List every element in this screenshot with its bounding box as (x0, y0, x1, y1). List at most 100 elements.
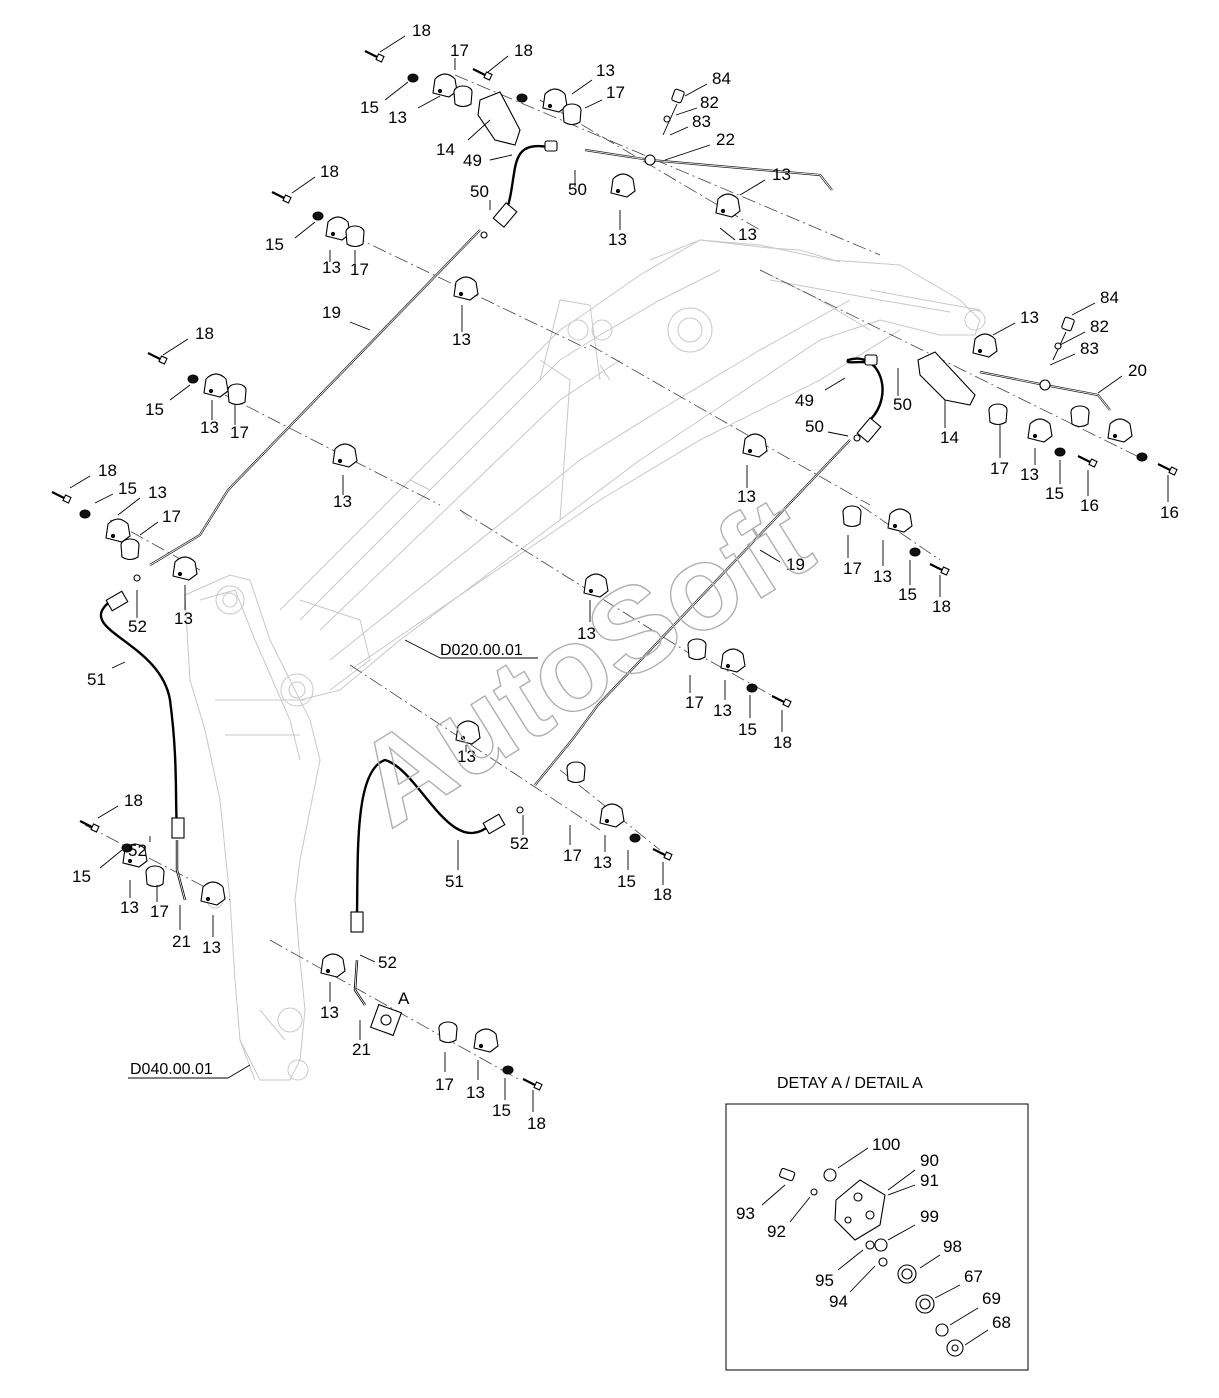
callout-label: 49 (463, 151, 482, 170)
detail-marker: A (398, 989, 410, 1008)
clamp-13 (742, 433, 768, 458)
callout-84: 84 (684, 69, 731, 97)
callout-label: 13 (596, 61, 615, 80)
spacer-17 (453, 85, 473, 108)
callout-51: 51 (445, 840, 464, 891)
callout-15: 15 (617, 850, 636, 891)
clamp-13 (610, 173, 636, 198)
callout-17: 17 (685, 675, 704, 712)
callout-13: 13 (992, 308, 1039, 336)
callout-label: 18 (124, 791, 143, 810)
callout-label: 84 (712, 69, 731, 88)
callout-13: 13 (719, 225, 757, 244)
callout-label: 21 (172, 932, 191, 951)
callout-16: 16 (1080, 470, 1099, 515)
washer-15 (909, 547, 921, 557)
callout-13: 13 (200, 400, 219, 437)
callout-label: 13 (466, 1083, 485, 1102)
callout-13: 13 (577, 600, 596, 643)
callout-label: 51 (87, 670, 106, 689)
callout-label: 15 (898, 585, 917, 604)
callout-label: 18 (195, 324, 214, 343)
callout-label: 19 (322, 303, 341, 322)
washer-15 (121, 843, 133, 853)
clamp-13 (200, 881, 226, 906)
bolt-18 (79, 820, 100, 833)
spacer-17 (145, 865, 165, 888)
callout-label: 18 (412, 21, 431, 40)
detail-callout-67: 67 (934, 1267, 983, 1299)
callout-label: 18 (773, 733, 792, 752)
detail-callout-label: 91 (920, 1171, 939, 1190)
callout-label: 13 (202, 938, 221, 957)
detail-callout-68: 68 (964, 1313, 1011, 1346)
callout-15: 15 (898, 560, 917, 604)
callout-13: 13 (174, 585, 193, 628)
clamp-13 (972, 333, 998, 358)
callout-50: 50 (805, 417, 849, 437)
callout-label: 17 (230, 423, 249, 442)
callout-17: 17 (139, 507, 181, 536)
spacer-17 (1070, 405, 1090, 428)
callout-label: 17 (350, 260, 369, 279)
callout-label: 50 (470, 182, 489, 201)
bolt-18 (147, 352, 168, 365)
callout-21: 21 (352, 1020, 371, 1059)
bolt-18 (771, 695, 792, 708)
washer-15 (516, 93, 528, 103)
callout-label: 13 (120, 898, 139, 917)
watermark: AutoSoft (333, 470, 834, 852)
callout-52: 52 (510, 815, 529, 853)
callout-16: 16 (1160, 475, 1179, 522)
bolt-18 (929, 563, 950, 576)
washer-15 (1136, 452, 1148, 462)
spacer-17 (562, 103, 582, 126)
callout-15: 15 (94, 479, 137, 504)
detail-callout-95: 95 (815, 1249, 864, 1290)
bolt-18 (364, 50, 385, 63)
callout-label: 82 (700, 93, 719, 112)
callout-label: 84 (1100, 288, 1119, 307)
callout-label: 15 (265, 235, 284, 254)
callout-84: 84 (1071, 288, 1119, 316)
spacer-17 (438, 1021, 458, 1044)
clamp-13 (105, 518, 131, 543)
callout-13: 13 (322, 250, 341, 277)
callout-label: 51 (445, 872, 464, 891)
callout-15: 15 (738, 695, 757, 739)
callout-label: 13 (333, 492, 352, 511)
detail-callout-99: 99 (887, 1207, 939, 1241)
callout-label: 16 (1080, 496, 1099, 515)
spacer-17 (988, 403, 1008, 426)
washer-15 (312, 211, 324, 221)
callout-17: 17 (150, 885, 169, 921)
callout-49: 49 (463, 151, 513, 170)
callout-label: 83 (1080, 339, 1099, 358)
callout-18: 18 (653, 862, 672, 904)
spacer-17 (227, 383, 247, 406)
detail-callout-91: 91 (887, 1171, 939, 1196)
detail-callout-label: 99 (920, 1207, 939, 1226)
callout-18: 18 (932, 575, 951, 616)
reference-label-d040: D040.00.01 (130, 1061, 213, 1078)
callout-label: 15 (1045, 484, 1064, 503)
callout-18: 18 (97, 791, 143, 819)
callout-17: 17 (350, 250, 369, 279)
callout-label: 20 (1128, 361, 1147, 380)
steel-tubes (149, 148, 1111, 786)
spacer-17 (842, 505, 862, 528)
detail-callout-label: 98 (943, 1237, 962, 1256)
callout-label: 17 (843, 559, 862, 578)
callout-13: 13 (713, 680, 732, 720)
clamp-13 (473, 1028, 499, 1053)
callout-18: 18 (291, 162, 339, 194)
washer-15 (629, 833, 641, 843)
spacer-17 (120, 538, 140, 561)
callout-label: 50 (893, 395, 912, 414)
callout-22: 22 (664, 130, 735, 161)
callout-13: 13 (571, 61, 615, 95)
callout-15: 15 (360, 81, 409, 117)
detail-title: DETAY A / DETAIL A (777, 1075, 923, 1092)
clamp-13 (453, 276, 479, 301)
